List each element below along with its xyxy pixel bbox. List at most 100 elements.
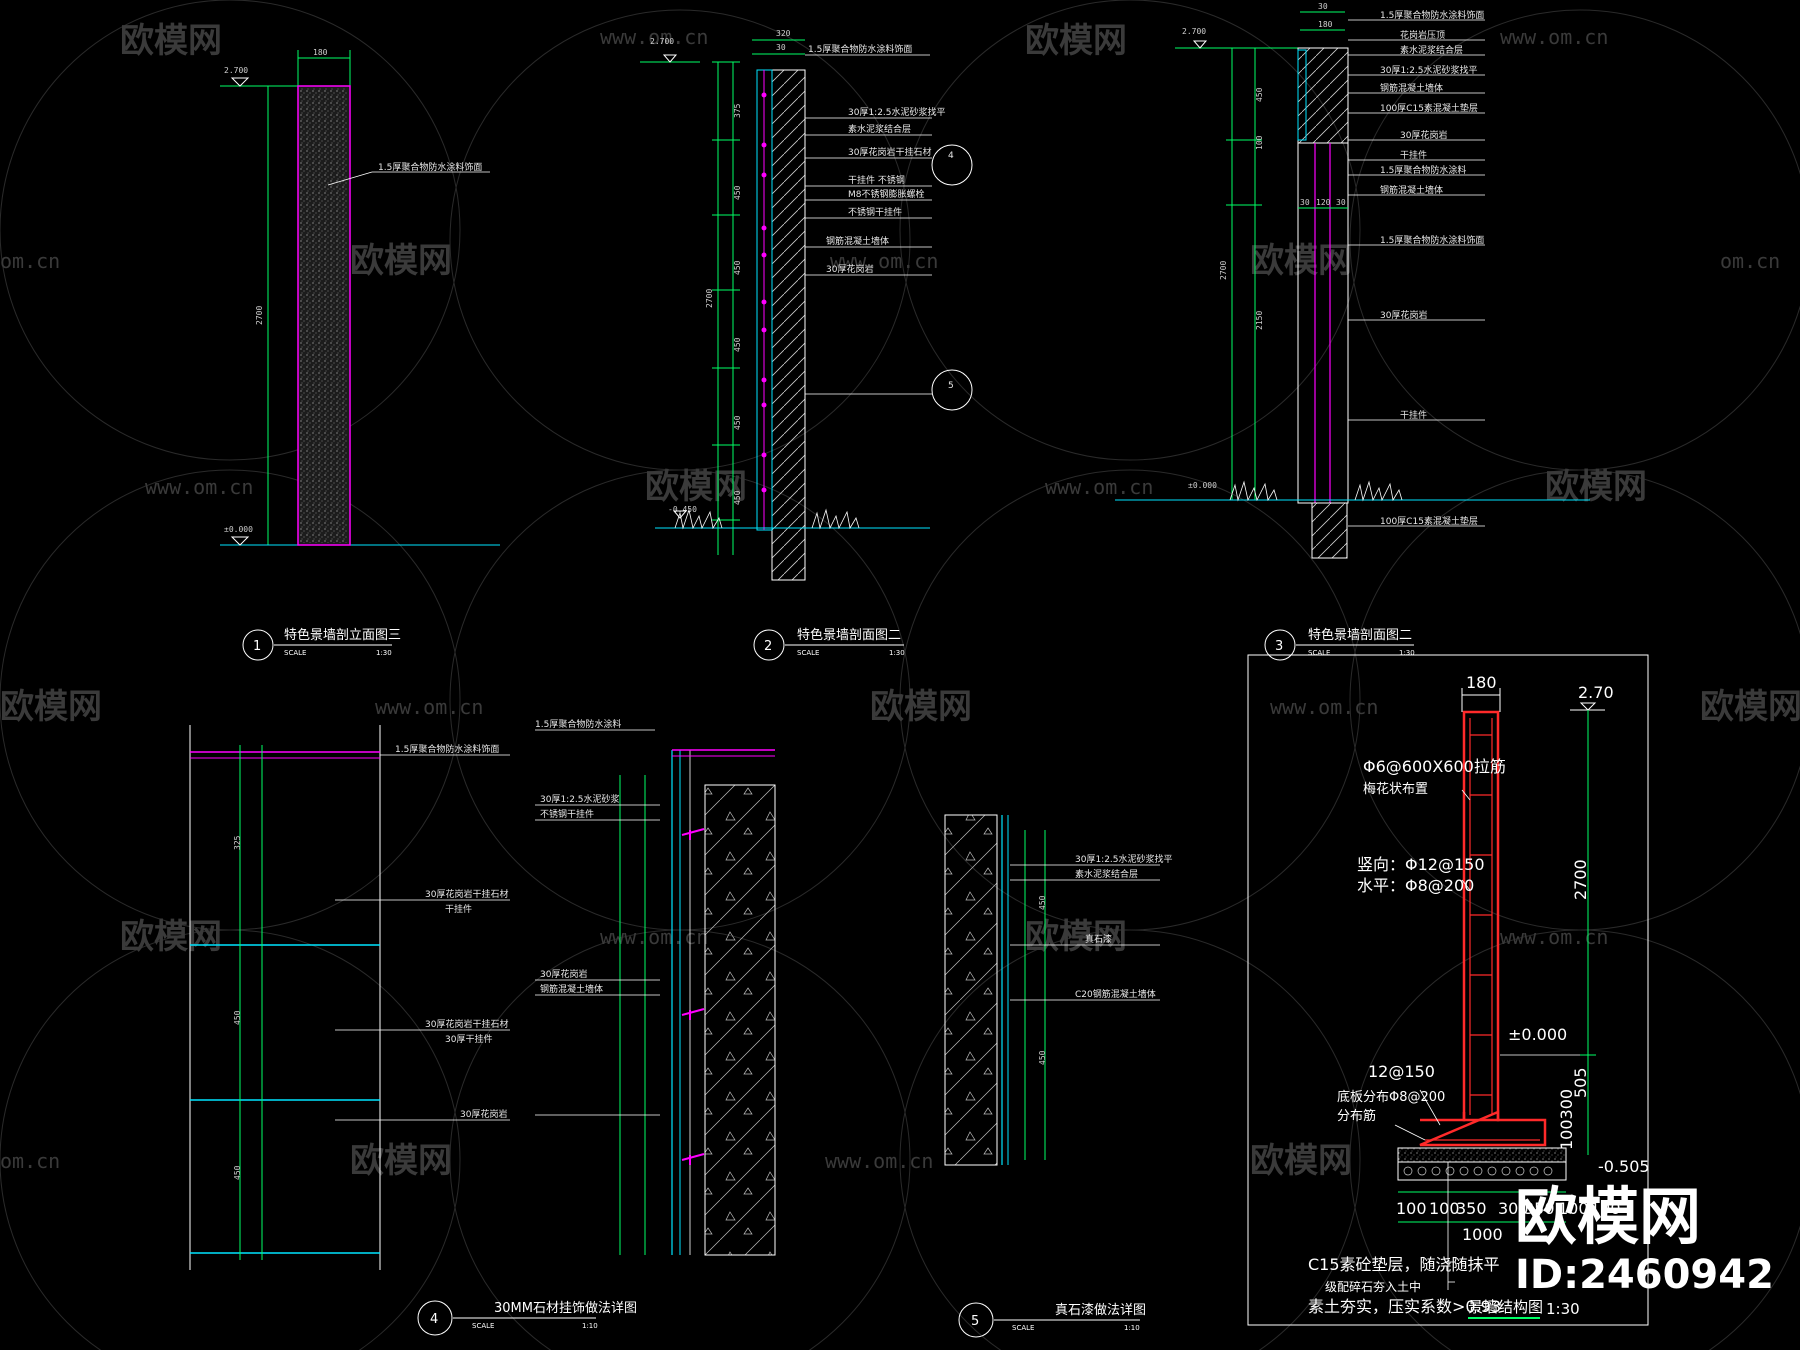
dim-bottom: 350	[1524, 1199, 1555, 1218]
watermark-logo: 欧模网	[350, 241, 452, 281]
drawing-5-detail: 450 450 30厚1:2.5水泥砂浆找平 素水泥浆结合层 真石漆 C20钢筋…	[944, 814, 1173, 1338]
watermark-logo: 欧模网	[1700, 687, 1800, 727]
watermark-url: www.om.cn	[145, 475, 253, 499]
drawing-title: 特色景墙剖面图二	[1308, 627, 1412, 643]
note: 1.5厚聚合物防水涂料	[535, 718, 621, 730]
foundation-note: 级配碎石夯入土中	[1325, 1279, 1421, 1294]
note: 100厚C15素混凝土垫层	[1380, 515, 1478, 527]
wall-hatch	[300, 88, 348, 543]
watermark-url: www.om.cn	[825, 1149, 933, 1173]
brand-logo: 欧模网	[1515, 1180, 1701, 1253]
note: 素水泥浆结合层	[848, 123, 911, 135]
watermark-logo: 欧模网	[350, 1141, 452, 1181]
watermark-arc	[899, 0, 1361, 461]
drawing-number-circle	[242, 629, 274, 661]
watermark-url: www.om.cn	[1045, 475, 1153, 499]
dim-bottom: 30	[1336, 198, 1346, 207]
level-marker	[672, 510, 688, 519]
dim-segment: 375	[733, 103, 742, 118]
callout-number: 4	[948, 151, 954, 161]
watermark-logo: 欧模网	[120, 21, 222, 61]
rebar-tie-layout: 梅花状布置	[1363, 781, 1428, 797]
note: 不锈钢干挂件	[540, 808, 594, 820]
watermark-url: www.om.cn	[1500, 925, 1608, 949]
dim-top: 320	[776, 29, 791, 38]
dim-height: 2700	[1571, 859, 1590, 900]
concrete-wall	[704, 784, 776, 1256]
dim-top: 180	[1466, 673, 1497, 692]
drawing-number-circle	[417, 1300, 453, 1336]
drawing-4-detail: 325 450 450 1.5厚聚合物防水涂料饰面 30厚花岗岩干挂石材 干挂件…	[189, 718, 776, 1336]
dim-bottom: 30	[1300, 198, 1310, 207]
drawing-title: 特色景墙剖面图二	[797, 627, 901, 643]
brand-badge: 欧模网 ID:2460942	[1515, 1180, 1774, 1298]
watermark-logo: 欧模网	[1025, 21, 1127, 61]
note: 1.5厚聚合物防水涂料饰面	[395, 743, 499, 755]
dim-segment: 450	[733, 337, 742, 352]
dim-segment: 100	[1255, 135, 1264, 150]
detail-callout	[931, 369, 973, 411]
note: 干挂件 不锈钢	[848, 174, 905, 186]
level-zero: ±0.000	[1508, 1025, 1567, 1044]
dim-segment: 450	[233, 1165, 242, 1180]
dim-segment: 450	[733, 260, 742, 275]
note: 30厚1:2.5水泥砂浆	[540, 793, 620, 805]
note: 1.5厚聚合物防水涂料饰面	[808, 43, 912, 55]
dim-top: 180	[1318, 20, 1333, 29]
note: 30厚花岗岩	[540, 968, 587, 980]
note: 素水泥浆结合层	[1075, 868, 1138, 880]
footing	[1311, 502, 1348, 559]
drawing-1-elevation: 180 2700 2.700 ±0.000 1.5厚聚合物防水涂料饰面 1 特色…	[220, 48, 500, 661]
watermark-logo: 欧模网	[1250, 1141, 1352, 1181]
note: 30厚干挂件	[445, 1033, 492, 1045]
scale-value: 1:30	[889, 649, 905, 657]
rebar-tie: Φ6@600X600拉筋	[1363, 757, 1506, 776]
scale-label: SCALE	[1012, 1324, 1034, 1332]
dim-total: 2700	[705, 289, 714, 308]
watermark-logo: 欧模网	[1545, 467, 1647, 507]
concrete-bedding	[1397, 1147, 1567, 1163]
dim-total: 2700	[1219, 261, 1228, 280]
watermark-arc	[0, 0, 461, 461]
dim-segment: 450	[733, 185, 742, 200]
brand-id: ID:2460942	[1515, 1252, 1774, 1298]
note: 钢筋混凝土墙体	[1380, 184, 1443, 196]
scale-value: 1:30	[376, 649, 392, 657]
drawing-title: 30MM石材挂饰做法详图	[494, 1301, 637, 1316]
dim-bottom-total: 1000	[1462, 1225, 1503, 1244]
drawing-number: 2	[764, 639, 772, 654]
note-finish: 1.5厚聚合物防水涂料饰面	[378, 161, 482, 173]
rebar-base-dist: 底板分布Φ8@200	[1337, 1089, 1445, 1105]
watermark-logo: 欧模网	[1250, 241, 1352, 281]
scale-label: SCALE	[472, 1322, 494, 1330]
dim-bottom: 100	[1590, 1199, 1621, 1218]
level-marker	[230, 77, 250, 87]
watermark-logo: 欧模网	[870, 687, 972, 727]
note: 干挂件	[1400, 149, 1427, 161]
dim-segment: 450	[1038, 1050, 1047, 1065]
note: 30厚花岗岩干挂石材	[425, 1018, 508, 1030]
drawing-number: 1	[253, 639, 261, 654]
dim-height: 2700	[255, 306, 264, 325]
dim-segment: 450	[1038, 895, 1047, 910]
dim-bottom: 100	[1429, 1199, 1460, 1218]
dim-segment: 325	[233, 835, 242, 850]
watermark-url: www.om.cn	[600, 25, 708, 49]
level-bottom: -0.505	[1598, 1157, 1650, 1176]
rebar-horizontal: 水平：Φ8@200	[1357, 876, 1474, 895]
level-bottom: ±0.000	[224, 525, 253, 534]
level-top: 2.700	[224, 66, 248, 75]
level-bottom: -0.450	[668, 505, 697, 514]
level-marker	[230, 536, 250, 546]
watermark-logo: 欧模网	[0, 687, 102, 727]
watermark-url: om.cn	[1720, 249, 1780, 273]
foundation-note: C15素砼垫层，随浇随抹平	[1308, 1255, 1500, 1274]
watermark-arc	[0, 929, 461, 1350]
level-bottom: ±0.000	[1188, 481, 1217, 490]
dim-top: 30	[776, 43, 786, 52]
note: 30厚花岗岩	[460, 1108, 507, 1120]
drawing-number-circle	[958, 1302, 994, 1338]
watermark-arc	[1349, 929, 1800, 1350]
